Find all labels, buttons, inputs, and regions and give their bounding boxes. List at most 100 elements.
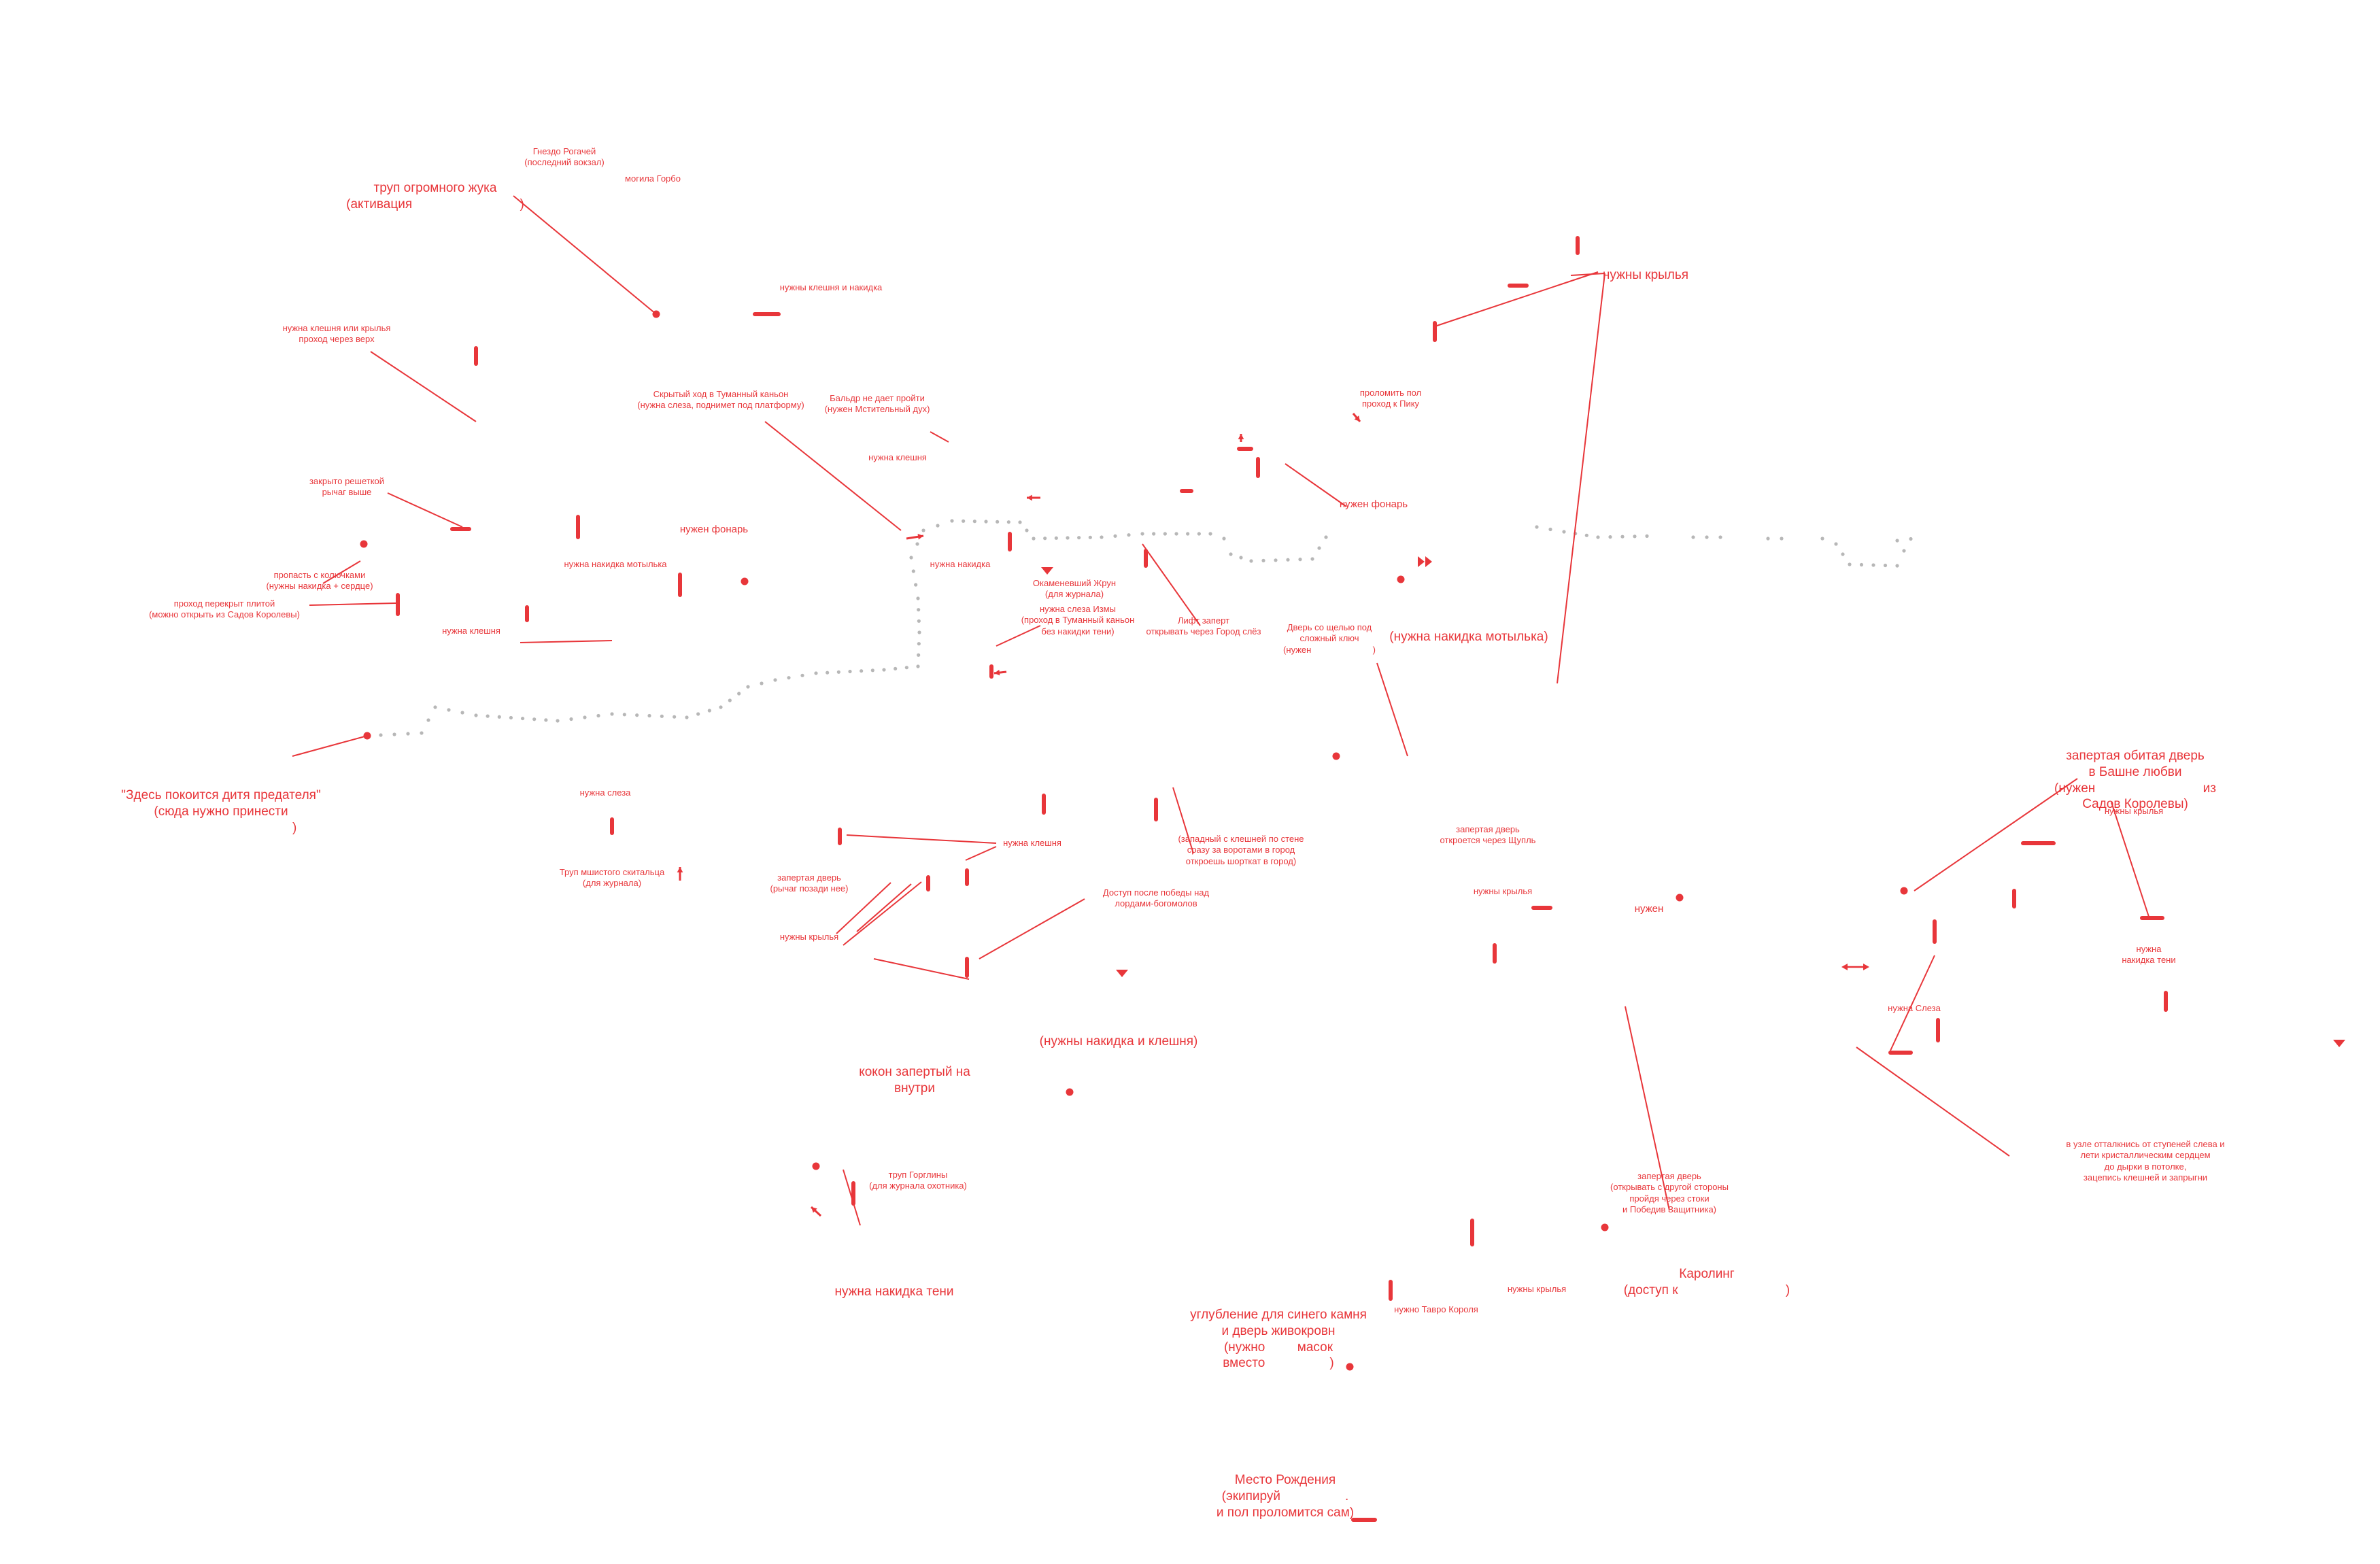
- path-dot: [1186, 532, 1190, 536]
- leader-line: [309, 602, 396, 606]
- leader-line: [873, 958, 970, 980]
- down-triangle-icon: [2333, 1040, 2345, 1047]
- path-dot: [1902, 549, 1906, 553]
- leader-line: [843, 881, 922, 946]
- path-dot: [379, 733, 383, 737]
- path-dot: [1113, 534, 1117, 538]
- path-dot: [1018, 520, 1022, 524]
- map-label-mogila: могила Горбо: [625, 173, 681, 184]
- path-dot: [882, 668, 886, 672]
- path-dot: [1834, 542, 1838, 546]
- path-dot: [1848, 562, 1852, 566]
- red-dot-marker: [1900, 887, 1908, 895]
- path-dot: [1043, 537, 1047, 541]
- path-dot: [728, 698, 732, 702]
- arrow-down-icon: [1354, 415, 1360, 422]
- leader-line: [292, 735, 368, 757]
- path-dot: [447, 708, 451, 712]
- map-label-tavro: нужно Тавро Короля: [1394, 1304, 1478, 1314]
- arrow-left-icon: [994, 669, 1000, 676]
- path-dot: [1025, 528, 1029, 532]
- leader-line: [370, 351, 477, 422]
- path-dot: [685, 715, 689, 719]
- arrow-up-icon: [1238, 434, 1244, 439]
- path-dot: [392, 732, 396, 736]
- path-dot: [1324, 535, 1328, 539]
- arrow-left-icon: [1027, 494, 1032, 501]
- red-dot-marker: [1346, 1363, 1354, 1371]
- path-dot: [917, 619, 921, 623]
- path-dot: [1229, 552, 1233, 556]
- map-label-krylya-top: нужны крылья: [1602, 268, 1689, 282]
- path-dot: [917, 608, 921, 612]
- path-dot: [1310, 557, 1314, 561]
- path-dot: [1535, 525, 1539, 529]
- path-dot: [917, 642, 921, 646]
- path-dot: [921, 528, 925, 532]
- leader-line: [1434, 271, 1599, 327]
- path-dot: [509, 715, 513, 720]
- leader-line: [1890, 955, 1935, 1051]
- path-dot: [1239, 556, 1243, 560]
- path-dot: [860, 669, 864, 673]
- leader-line: [1142, 543, 1201, 626]
- path-dot: [1088, 535, 1092, 539]
- path-dot: [569, 717, 573, 721]
- map-label-kleshnya-a: нужна клешня: [868, 452, 927, 462]
- map-label-fonar-a: нужен фонарь: [679, 524, 749, 535]
- path-dot: [936, 524, 940, 528]
- path-dot: [1163, 532, 1167, 536]
- path-dot: [1222, 537, 1226, 541]
- path-dot: [916, 664, 920, 668]
- map-label-kleshi-nakidka-top: нужны клешня и накидка: [779, 282, 883, 292]
- path-dot: [1859, 562, 1864, 567]
- map-label-zapertaya-bashnya: запертая обитая дверь в Башне любви (нуж…: [2054, 749, 2216, 812]
- path-dot: [544, 718, 548, 722]
- map-label-karoling: Каролинг (доступ к ): [1623, 1267, 1790, 1297]
- path-dot: [760, 681, 764, 685]
- path-dot: [660, 714, 664, 718]
- leader-line: [1172, 787, 1194, 854]
- leader-line: [1376, 662, 1408, 757]
- map-label-trup-mshistogo: Труп мшистого скитальца (для журнала): [559, 867, 665, 889]
- path-dot: [1820, 537, 1824, 541]
- map-label-prolomit-pol: проломить пол проход к Пику: [1359, 388, 1422, 409]
- path-dot: [904, 666, 908, 670]
- down-triangle-icon: [1041, 567, 1053, 575]
- path-dot: [787, 676, 791, 680]
- path-dot: [1608, 535, 1612, 539]
- path-dot: [1032, 537, 1036, 541]
- arrow-up-icon: [677, 867, 683, 872]
- path-dot: [556, 719, 560, 723]
- path-dot: [622, 713, 626, 717]
- path-dot: [486, 714, 490, 718]
- path-dot: [1705, 535, 1709, 539]
- path-dot: [1780, 537, 1784, 541]
- path-dot: [1895, 539, 1899, 543]
- leader-line: [1570, 273, 1605, 276]
- down-triangle-icon: [1116, 970, 1128, 977]
- path-dot: [894, 666, 898, 670]
- path-dot: [1645, 534, 1649, 539]
- map-label-zakryto-reshetkoy: закрыто решеткой рычаг выше: [309, 476, 385, 498]
- map-label-kleshnya-b: нужна клешня: [442, 626, 500, 636]
- path-dot: [1261, 558, 1265, 563]
- leader-line: [846, 834, 997, 844]
- path-dot: [1596, 535, 1600, 539]
- path-dot: [1208, 532, 1212, 536]
- path-dot: [1274, 558, 1278, 562]
- path-dot: [610, 712, 614, 716]
- path-dot: [1127, 533, 1131, 537]
- path-dot: [917, 653, 921, 657]
- leader-line: [1625, 1006, 1670, 1211]
- path-dot: [746, 685, 750, 689]
- map-label-skrytyy-hod: Скрытый ход в Туманный каньон (нужна сле…: [637, 389, 804, 411]
- map-label-zapadnyy: (западный с клешней по стене сразу за во…: [1178, 834, 1304, 866]
- path-dot: [836, 670, 840, 674]
- path-dot: [1140, 532, 1144, 536]
- leader-line: [1914, 778, 2078, 891]
- map-label-sleza-b: нужна Слеза: [1888, 1003, 1941, 1013]
- map-label-prohod-plitoy: проход перекрыт плитой (можно открыть из…: [149, 598, 300, 620]
- path-dot: [497, 715, 501, 719]
